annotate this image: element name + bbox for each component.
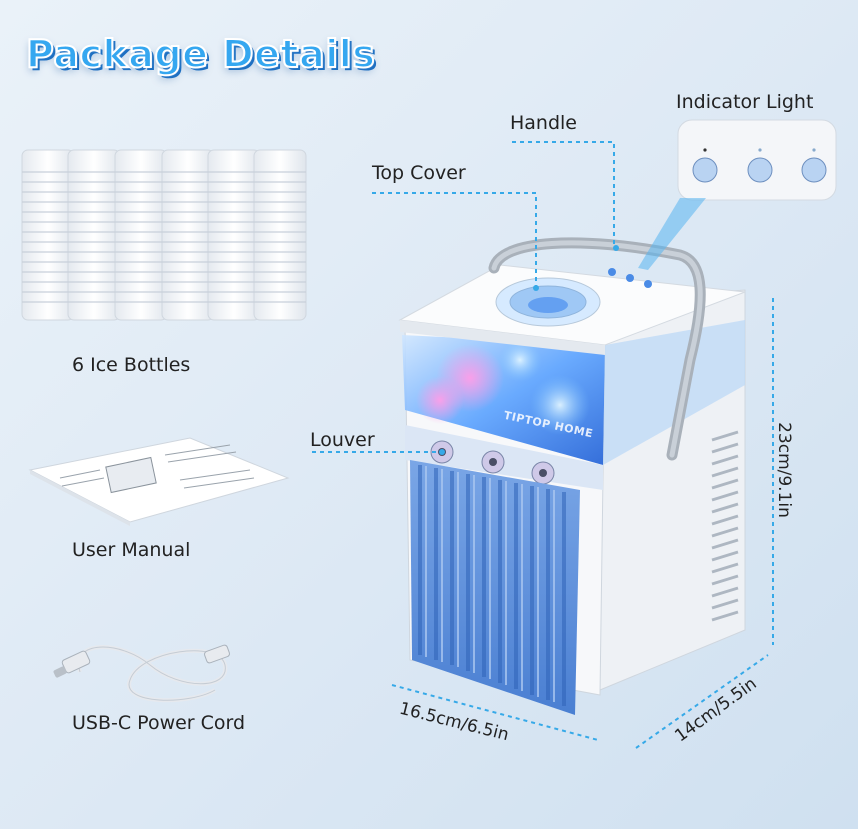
indicator-light-inset [638,119,837,270]
user-manual-label: User Manual [72,539,191,561]
ice-bottle-1 [21,149,75,321]
air-cooler-image [398,237,746,715]
power-cord-label: USB-C Power Cord [72,712,246,734]
top-cover-callout-line [372,192,537,286]
ice-bottles-image [21,149,307,321]
ice-bottle-2 [67,149,121,321]
ice-bottle-4 [161,149,215,321]
louver-label: Louver [310,429,375,451]
page-title: Package Details [25,31,376,77]
ice-bottle-6 [253,149,307,321]
ice-bottle-3 [114,149,168,321]
ice-bottle-5 [207,149,261,321]
top-cover-label: Top Cover [372,162,466,184]
indicator-light-label: Indicator Light [676,91,814,113]
callout-lines [312,141,774,749]
width-dimension-line [391,684,599,741]
power-cord-image [53,644,230,703]
user-manual-image [28,437,290,526]
depth-dimension-line [635,654,769,749]
ice-bottles-label: 6 Ice Bottles [72,354,191,376]
handle-callout-line [512,141,615,246]
height-dimension-label: 23cm/9.1in [773,422,794,518]
handle-label: Handle [510,112,578,134]
